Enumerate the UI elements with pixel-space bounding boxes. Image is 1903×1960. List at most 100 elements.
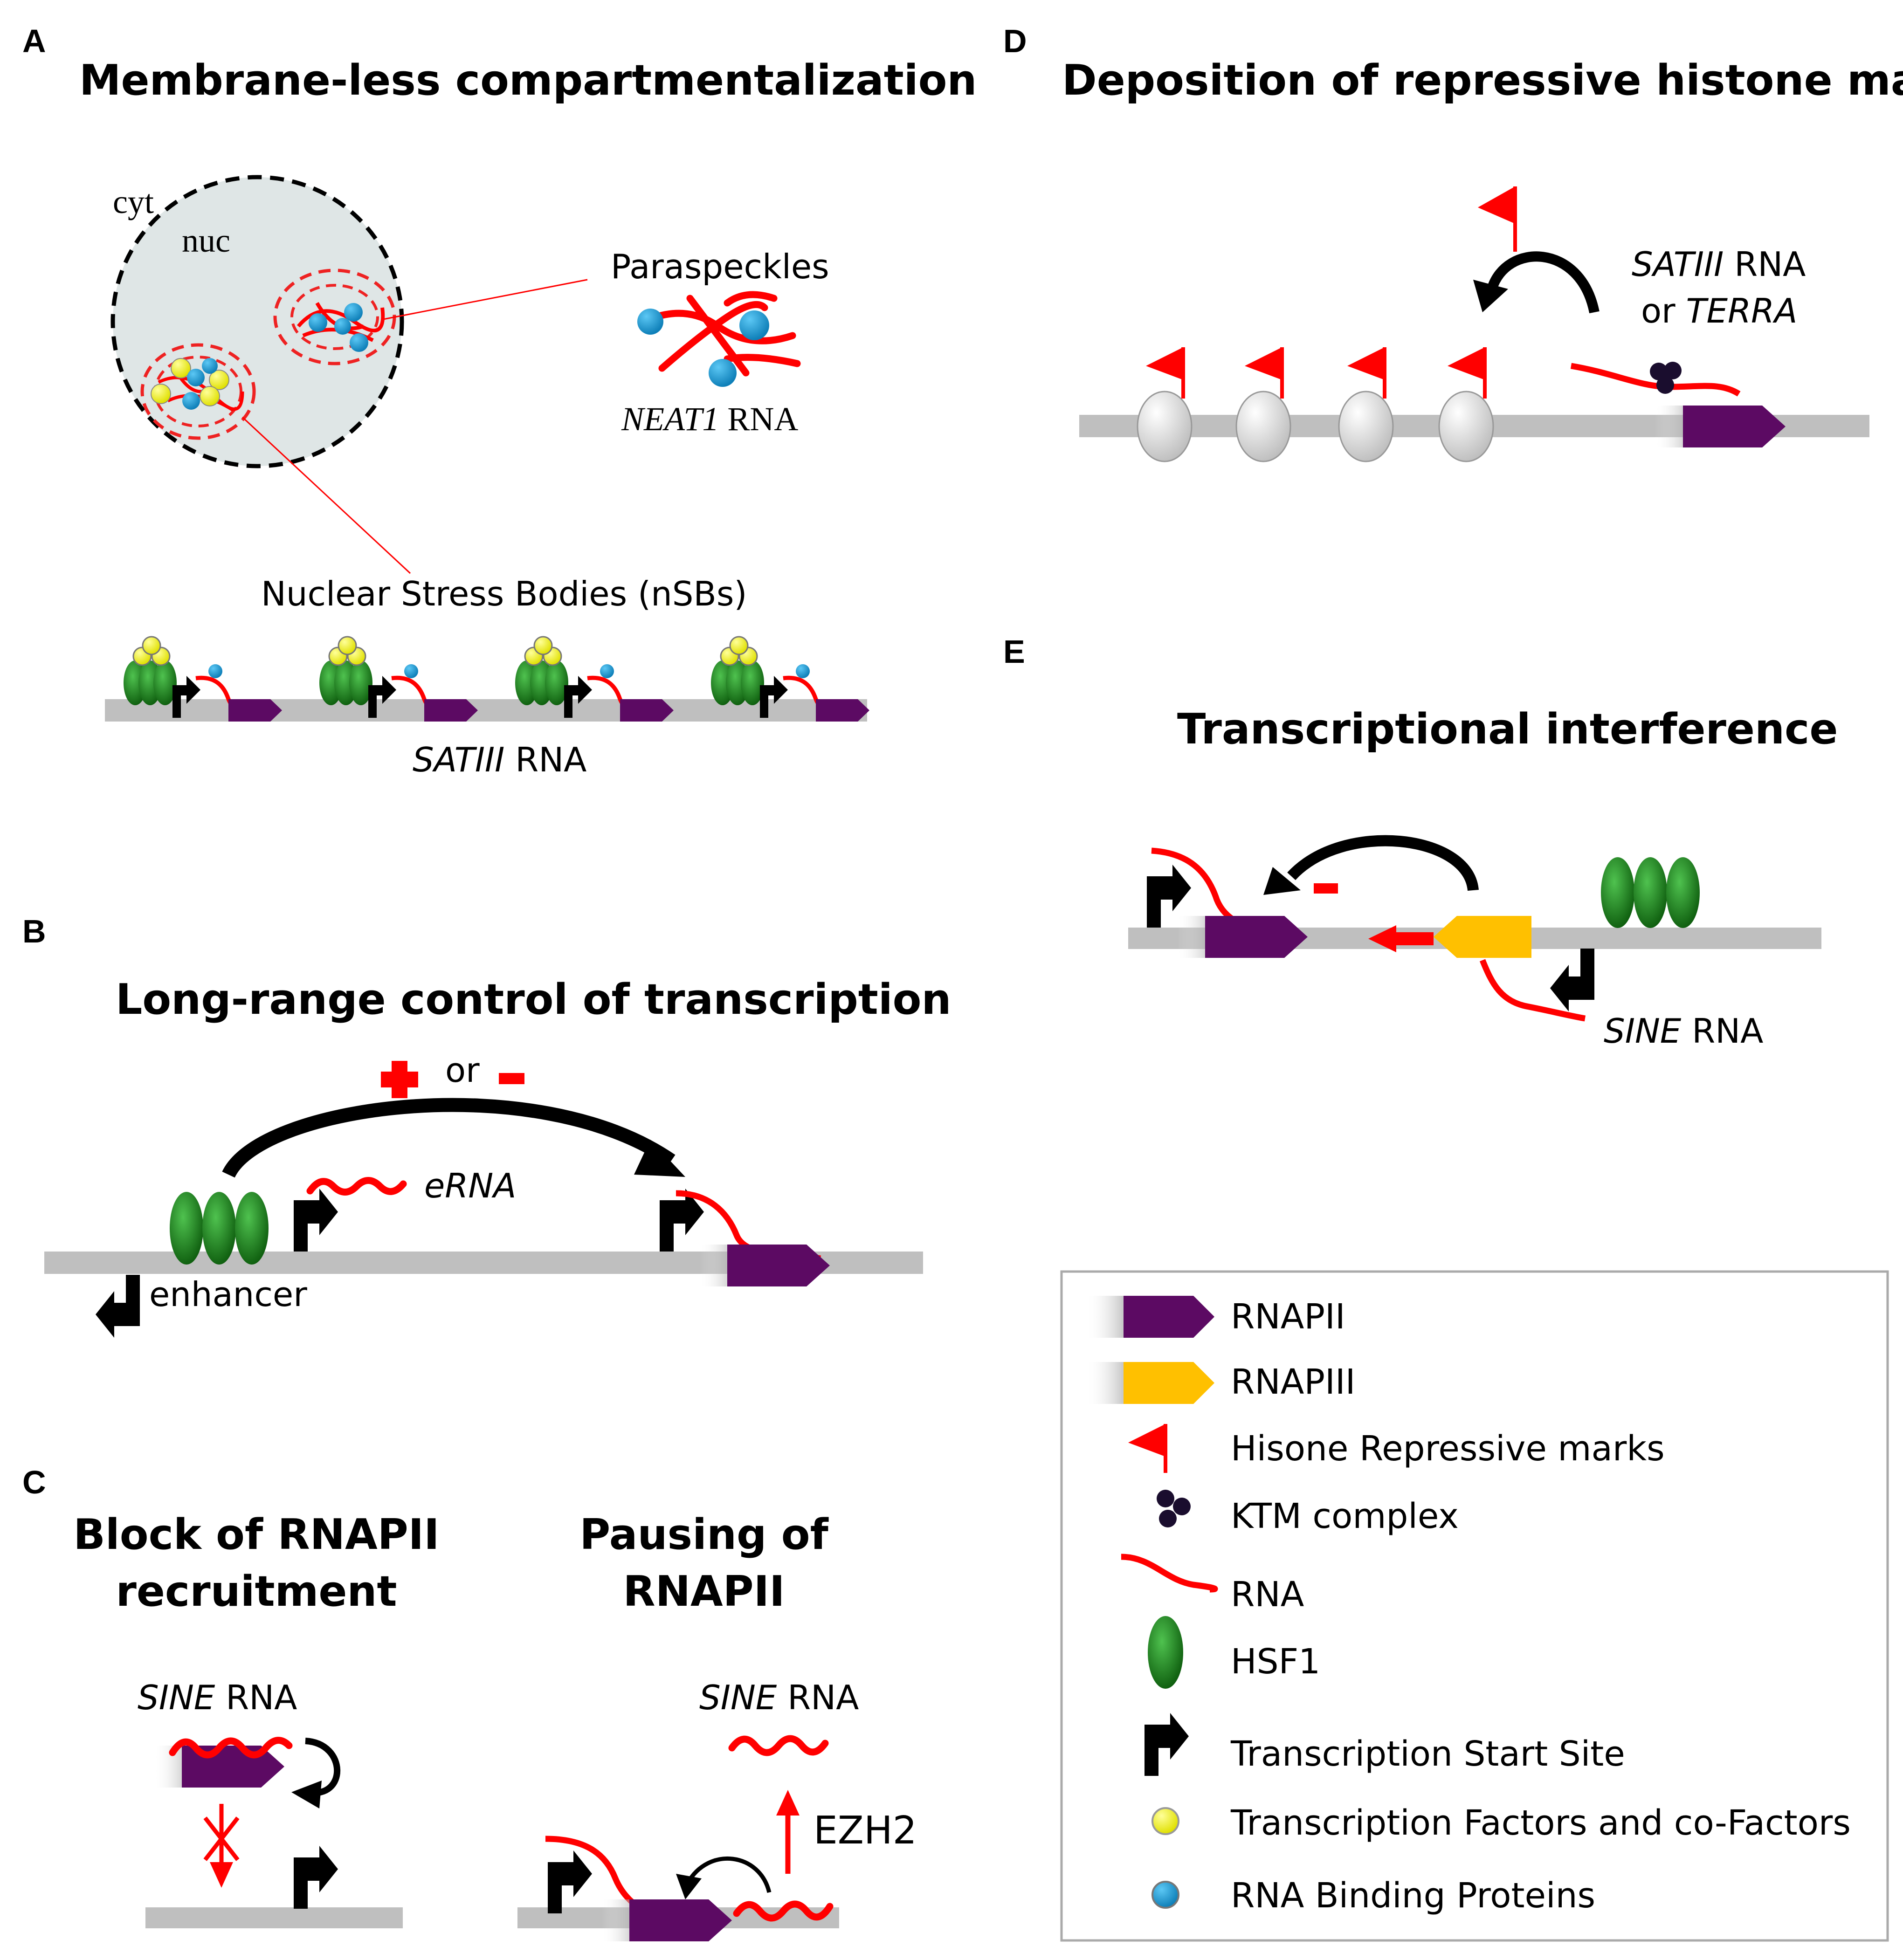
rna-binding-protein bbox=[187, 369, 205, 386]
transcription-factor bbox=[209, 370, 229, 390]
sine-rna-word: RNA bbox=[226, 1678, 297, 1717]
paraspeckle-callout-line bbox=[383, 279, 588, 320]
panel-d-title: Deposition of repressive histone marks bbox=[1062, 56, 1903, 105]
histone-mark-flag-icon bbox=[1128, 1424, 1167, 1473]
ktm-subunit bbox=[1664, 362, 1682, 379]
tss-arrow-icon bbox=[1147, 865, 1191, 928]
satiii-rna-word: RNA bbox=[1734, 245, 1806, 284]
legend-label-rnapii: RNAPII bbox=[1231, 1297, 1345, 1337]
hsf1-protein bbox=[741, 660, 764, 705]
mark-deposition-arrowhead bbox=[1473, 280, 1508, 312]
legend-label-rna: RNA bbox=[1231, 1575, 1304, 1615]
rnapii-icon bbox=[620, 699, 674, 722]
transcription-factor-icon bbox=[1151, 1807, 1179, 1835]
tss-arrow-icon bbox=[294, 1846, 338, 1909]
repression-minus-icon bbox=[1314, 883, 1338, 894]
tss-arrow-icon bbox=[548, 1850, 592, 1913]
interference-arrowhead bbox=[1263, 867, 1301, 895]
erna-strand bbox=[306, 1177, 407, 1196]
rna-binding-protein bbox=[350, 333, 368, 352]
transcription-factor bbox=[338, 636, 357, 655]
sine-rna-strand bbox=[728, 1735, 829, 1756]
panel-label-e: E bbox=[1003, 633, 1025, 670]
transcription-factor bbox=[533, 636, 553, 655]
panel-b bbox=[44, 1061, 923, 1338]
nsb-unit bbox=[124, 636, 282, 722]
pausing-arrowhead bbox=[676, 1874, 702, 1899]
rnapii-icon bbox=[816, 699, 869, 722]
histone-mark-flag-icon bbox=[1478, 186, 1517, 252]
sine-gene-name: SINE bbox=[138, 1678, 215, 1717]
rnapiii-icon bbox=[1086, 1362, 1214, 1404]
satiii-rna-label-d: SATIII RNA bbox=[1632, 245, 1806, 284]
nucleus-label: nuc bbox=[182, 222, 230, 259]
hsf1-protein bbox=[349, 660, 372, 705]
ezh2-label: EZH2 bbox=[814, 1809, 917, 1853]
nsb-unit bbox=[515, 636, 674, 722]
transcription-factor bbox=[729, 636, 749, 655]
rnapii-icon bbox=[1086, 1296, 1214, 1338]
panel-c-left-title-line2: recruitment bbox=[116, 1567, 397, 1616]
sine-rna-strand bbox=[733, 1900, 834, 1922]
rna-binding-protein bbox=[344, 303, 363, 322]
neat1-rna-word: RNA bbox=[727, 400, 799, 438]
tss-arrow-icon bbox=[660, 1189, 704, 1252]
tss-arrow-icon bbox=[294, 1189, 338, 1252]
panel-c bbox=[145, 1735, 839, 1941]
panel-a bbox=[105, 175, 869, 722]
legend-label-hsf1: HSF1 bbox=[1231, 1642, 1321, 1682]
transcription-factor bbox=[151, 384, 171, 404]
sine-gene-name: SINE bbox=[699, 1678, 777, 1717]
hsf1-protein bbox=[235, 1192, 269, 1265]
erna-label: eRNA bbox=[424, 1166, 517, 1205]
satiii-rna-word: RNA bbox=[515, 740, 587, 779]
hsf1-protein bbox=[1634, 857, 1667, 928]
satiii-rna-label: SATIII RNA bbox=[413, 740, 586, 779]
tss-arrow-icon bbox=[564, 676, 592, 718]
reverse-tss-arrow-icon bbox=[1550, 949, 1594, 1011]
transcription-factor bbox=[142, 636, 161, 655]
tss-arrow-icon bbox=[368, 676, 396, 718]
legend-label-rnapiii: RNAPIII bbox=[1231, 1362, 1356, 1402]
or-word: or bbox=[1641, 291, 1675, 330]
rna-binding-protein bbox=[709, 359, 737, 387]
hsf1-protein bbox=[153, 660, 177, 705]
neat1-rna-detail bbox=[640, 291, 801, 377]
satiii-gene-name: SATIII bbox=[413, 740, 505, 779]
panel-b-title: Long-range control of transcription bbox=[116, 975, 952, 1024]
histone-mark-flag-icon bbox=[1347, 347, 1386, 399]
nucleosome bbox=[1338, 391, 1394, 462]
self-loop-arrow bbox=[305, 1738, 341, 1796]
rnapii-icon bbox=[1655, 406, 1786, 447]
histone-mark-flag-icon bbox=[1146, 347, 1185, 399]
sine-rna-label-left: SINE RNA bbox=[138, 1678, 297, 1717]
ezh2-arrow bbox=[776, 1790, 800, 1874]
panel-label-a: A bbox=[22, 23, 46, 59]
enhancer-label: enhancer bbox=[149, 1275, 307, 1314]
legend-label-histone-marks: Hisone Repressive marks bbox=[1231, 1429, 1665, 1469]
neat1-rna-label: NEAT1 RNA bbox=[621, 400, 798, 439]
panel-label-c: C bbox=[22, 1464, 46, 1500]
rnapii-icon bbox=[228, 699, 282, 722]
rna-binding-protein bbox=[600, 664, 614, 678]
nucleus-outline bbox=[110, 175, 404, 468]
panel-e bbox=[1128, 835, 1821, 1022]
nsb-unit bbox=[711, 636, 869, 722]
legend-label-rna-binding-proteins: RNA Binding Proteins bbox=[1231, 1876, 1596, 1916]
hsf1-protein bbox=[170, 1192, 203, 1265]
paraspeckles-label: Paraspeckles bbox=[611, 247, 829, 286]
hsf1-icon bbox=[1148, 1616, 1183, 1689]
sine-rna-label-e: SINE RNA bbox=[1604, 1011, 1763, 1051]
panel-label-b: B bbox=[22, 913, 46, 949]
transcription-factor bbox=[171, 358, 191, 378]
nsb-unit bbox=[319, 636, 478, 722]
rna-strand-icon bbox=[1121, 1554, 1218, 1593]
legend-label-transcription-factors: Transcription Factors and co-Factors bbox=[1231, 1803, 1851, 1843]
rna-binding-protein bbox=[182, 392, 200, 410]
rnapii-icon bbox=[601, 1899, 732, 1941]
hsf1-protein bbox=[202, 1192, 236, 1265]
terra-name: TERRA bbox=[1686, 291, 1798, 330]
rna-binding-protein bbox=[637, 309, 663, 335]
nucleosome-row bbox=[1137, 347, 1494, 462]
